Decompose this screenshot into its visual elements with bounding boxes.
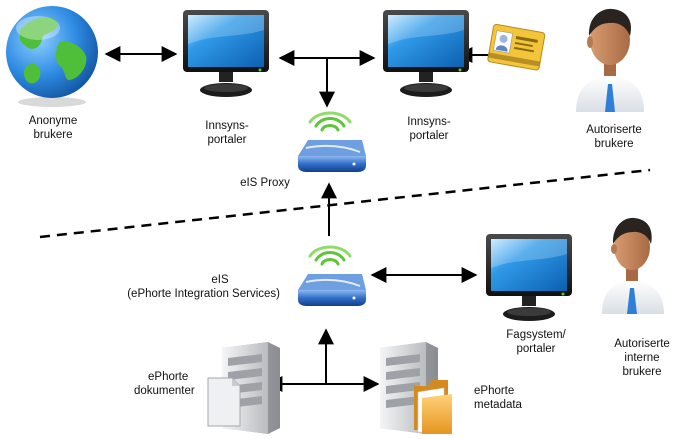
- monitor-left-icon: [183, 10, 269, 97]
- connectors: [104, 46, 492, 392]
- label-portal-right: Innsyns- portaler: [392, 115, 466, 143]
- label-ephorte-metadata: ePhorte metadata: [474, 384, 554, 412]
- label-line: dokumenter: [134, 385, 195, 397]
- router-proxy-icon: [298, 111, 366, 172]
- label-line: portaler: [516, 343, 556, 355]
- label-line: interne: [624, 352, 660, 364]
- label-line: portaler: [207, 134, 247, 146]
- label-line: ePhorte: [148, 371, 189, 383]
- label-eis: eIS (ePhorte Integration Services): [100, 273, 280, 301]
- router-eis-icon: [298, 245, 366, 306]
- label-line: Autoriserte: [614, 338, 670, 350]
- label-line: metadata: [474, 399, 522, 411]
- label-line: brukere: [33, 129, 73, 141]
- id-card-icon: [487, 23, 546, 71]
- label-ephorte-documents: ePhorte dokumenter: [134, 370, 214, 398]
- person-internal-icon: [602, 217, 664, 314]
- zone-separator-line: [39, 168, 651, 239]
- label-eis-proxy: eIS Proxy: [228, 176, 302, 190]
- label-line: portaler: [409, 130, 449, 142]
- label-line: brukere: [594, 138, 634, 150]
- label-line: eIS Proxy: [240, 177, 290, 189]
- label-line: Autoriserte: [586, 124, 642, 136]
- label-line: Innsyns-: [407, 116, 451, 128]
- label-subject-system: Fagsystem/ portaler: [496, 328, 576, 356]
- person-authorized-icon: [576, 8, 644, 112]
- label-line: (ePhorte Integration Services): [127, 288, 280, 300]
- label-line: ePhorte: [474, 385, 515, 397]
- monitor-subject-system-icon: [486, 234, 572, 321]
- label-portal-left: Innsyns- portaler: [190, 119, 264, 147]
- label-line: eIS: [211, 274, 229, 286]
- label-line: Fagsystem/: [506, 329, 566, 341]
- label-line: Innsyns-: [205, 120, 249, 132]
- label-line: Anonyme: [28, 115, 78, 127]
- label-line: brukere: [622, 366, 662, 378]
- label-internal-users: Autoriserte interne brukere: [602, 337, 682, 379]
- globe-icon: [6, 6, 98, 107]
- folder-icon: [414, 380, 452, 434]
- label-anonymous-users: Anonyme brukere: [16, 114, 90, 142]
- document-icon: [207, 377, 241, 427]
- monitor-right-icon: [383, 10, 469, 97]
- label-authorized-users: Autoriserte brukere: [572, 123, 656, 151]
